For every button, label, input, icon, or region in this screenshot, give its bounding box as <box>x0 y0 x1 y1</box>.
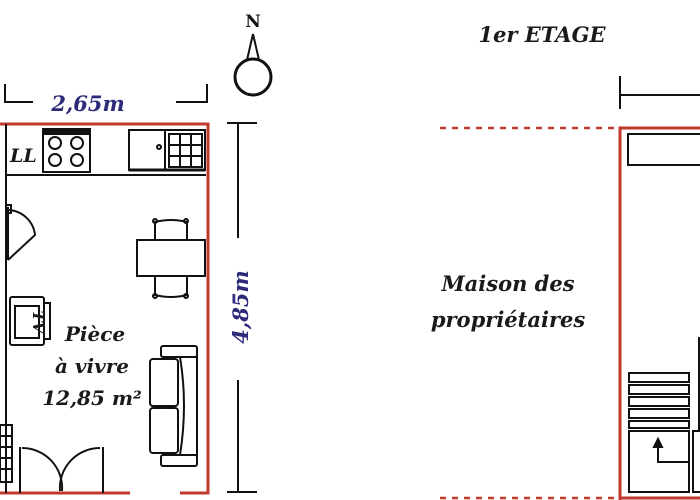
kitchen-label: LL <box>9 145 37 167</box>
double-door-icon <box>19 446 104 493</box>
ground-floor-walls <box>0 122 210 495</box>
first-floor-counter <box>627 133 700 166</box>
height-dimension-label: 4,85m <box>228 270 253 343</box>
dining-table-icon <box>136 218 206 299</box>
room-name-line1: Pièce <box>64 322 125 346</box>
north-compass-icon: N <box>233 12 273 97</box>
compass-label: N <box>245 12 261 32</box>
neighbour-label-line1: Maison des <box>440 271 574 296</box>
first-floor-walls <box>440 76 700 500</box>
radiator-icon <box>0 424 13 483</box>
stove-icon <box>42 128 91 173</box>
width-dimension <box>4 84 208 103</box>
width-dimension-label: 2,65m <box>50 91 124 116</box>
staircase-icon <box>628 337 700 493</box>
tv-icon <box>9 296 51 346</box>
first-floor-title: 1er ETAGE <box>478 22 606 47</box>
sink-icon <box>128 129 206 172</box>
side-door-icon <box>5 204 37 261</box>
sofa-icon <box>149 345 198 467</box>
tv-label: TV <box>29 311 47 335</box>
room-area: 12,85 m² <box>42 386 142 410</box>
height-dimension <box>227 122 257 493</box>
neighbour-label-line2: propriétaires <box>431 307 586 332</box>
room-name-line2: à vivre <box>55 354 129 378</box>
